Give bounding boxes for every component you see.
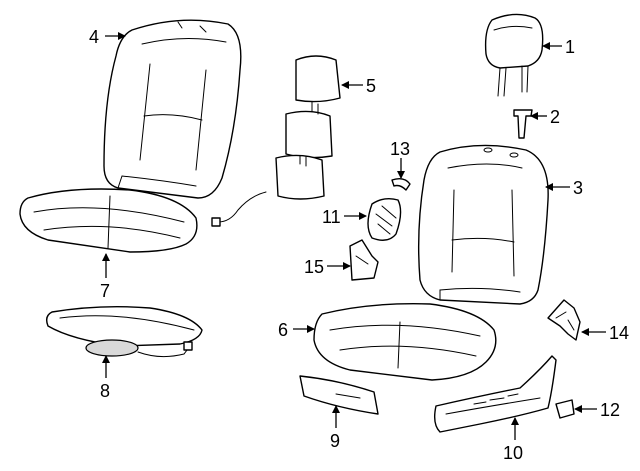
headrest-guide-part [513, 109, 533, 139]
headrest-part [484, 13, 544, 97]
callout-2: 2 [550, 107, 560, 127]
leader-lines [102, 32, 606, 440]
cushion-pad-part [45, 305, 203, 358]
callout-15: 15 [304, 257, 324, 277]
seat-cushion-cover-part [313, 303, 497, 381]
callout-13: 13 [390, 139, 410, 159]
callout-12: 12 [600, 400, 620, 420]
switch-knob-part [555, 399, 575, 419]
side-trim-part [299, 375, 379, 415]
lower-bracket-part [349, 239, 379, 281]
callout-14: 14 [609, 323, 629, 343]
seat-cushion-part [19, 188, 198, 253]
bracket-part [547, 299, 581, 341]
callout-3: 3 [573, 178, 583, 198]
seat-back-frame-part [103, 19, 242, 199]
callout-5: 5 [366, 76, 376, 96]
callout-11: 11 [322, 207, 341, 227]
recliner-cover-part [367, 197, 402, 241]
callout-9: 9 [330, 431, 340, 451]
callout-1: 1 [565, 37, 575, 57]
callout-10: 10 [503, 443, 523, 463]
callout-4: 4 [89, 27, 99, 47]
callout-7: 7 [100, 281, 110, 301]
clip-part [391, 177, 411, 191]
callout-6: 6 [278, 320, 288, 340]
seat-back-cover-part [417, 144, 549, 305]
callout-labels: 1 2 3 4 5 6 7 8 9 10 11 12 13 14 15 [89, 27, 629, 463]
seat-adjuster-part [433, 355, 557, 433]
seat-back-pad-part [211, 55, 341, 227]
callout-8: 8 [100, 381, 110, 401]
